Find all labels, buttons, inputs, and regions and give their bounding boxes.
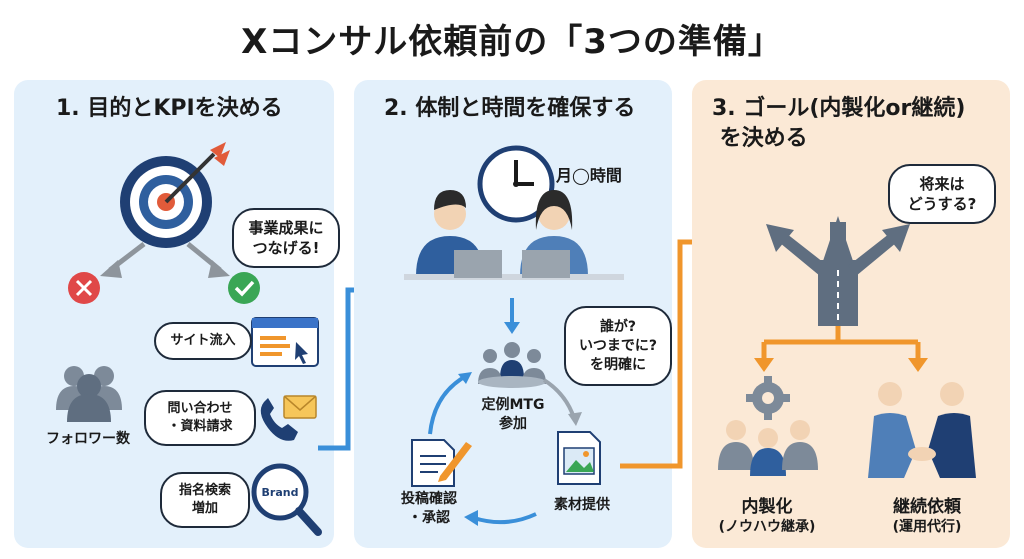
check-icon xyxy=(228,272,260,304)
inhouse-sublabel: (ノウハウ継承) xyxy=(718,519,816,535)
split-arrows-icon xyxy=(761,326,921,360)
panel-team-time: 2. 体制と時間を確保する xyxy=(354,80,672,548)
kpi-illustrations: Brand xyxy=(56,142,322,536)
responsibility-bubble: 誰が? いつまでに? を明確に xyxy=(564,306,672,386)
goal-illustrations xyxy=(718,216,976,478)
panel-goal-title: 3. ゴール(内製化or継続) を決める xyxy=(712,96,966,151)
approval-label: 投稿確認 ・承認 xyxy=(401,491,457,526)
regular-meeting-label: 定例MTG 参加 xyxy=(481,397,545,432)
inhouse-label: 内製化 xyxy=(741,497,793,517)
kpi-callout-bubble: 事業成果に つなげる! xyxy=(232,208,340,268)
panel-goal: 3. ゴール(内製化or継続) を決める xyxy=(692,80,1010,548)
continue-label: 継続依頼 xyxy=(893,497,961,517)
team-illustrations xyxy=(404,145,624,526)
road-branch-icon xyxy=(766,216,910,326)
panel-kpi: 1. 目的とKPIを決める xyxy=(14,80,340,548)
image-file-icon xyxy=(557,431,601,485)
page-title: Xコンサル依頼前の「3つの準備」 xyxy=(241,22,783,62)
time-per-month: 月◯時間 xyxy=(556,166,622,185)
gear-team-icon xyxy=(718,376,818,476)
brand-label: Brand xyxy=(262,486,299,499)
handshake-icon xyxy=(868,382,976,478)
continue-sublabel: (運用代行) xyxy=(892,519,962,535)
kpi-site-traffic: サイト流入 xyxy=(154,322,252,360)
materials-label: 素材提供 xyxy=(554,497,610,513)
panel-team-time-title: 2. 体制と時間を確保する xyxy=(384,96,636,121)
document-icon xyxy=(411,439,472,487)
phone-mail-icon xyxy=(260,395,317,441)
kpi-branded-search: 指名検索 増加 xyxy=(160,472,250,528)
cross-icon xyxy=(68,272,100,304)
target-icon xyxy=(120,142,230,248)
brand-search-icon: Brand xyxy=(251,463,322,536)
browser-icon xyxy=(251,317,319,367)
kpi-inquiry: 問い合わせ ・資料請求 xyxy=(144,390,256,446)
meeting-icon xyxy=(478,342,546,388)
clock-icon xyxy=(477,145,555,223)
followers-label: フォロワー数 xyxy=(46,431,130,447)
followers-icon xyxy=(56,366,122,422)
panel-kpi-title: 1. 目的とKPIを決める xyxy=(56,96,283,121)
team-people-icon xyxy=(404,190,624,280)
future-question-bubble: 将来は どうする? xyxy=(888,164,996,224)
